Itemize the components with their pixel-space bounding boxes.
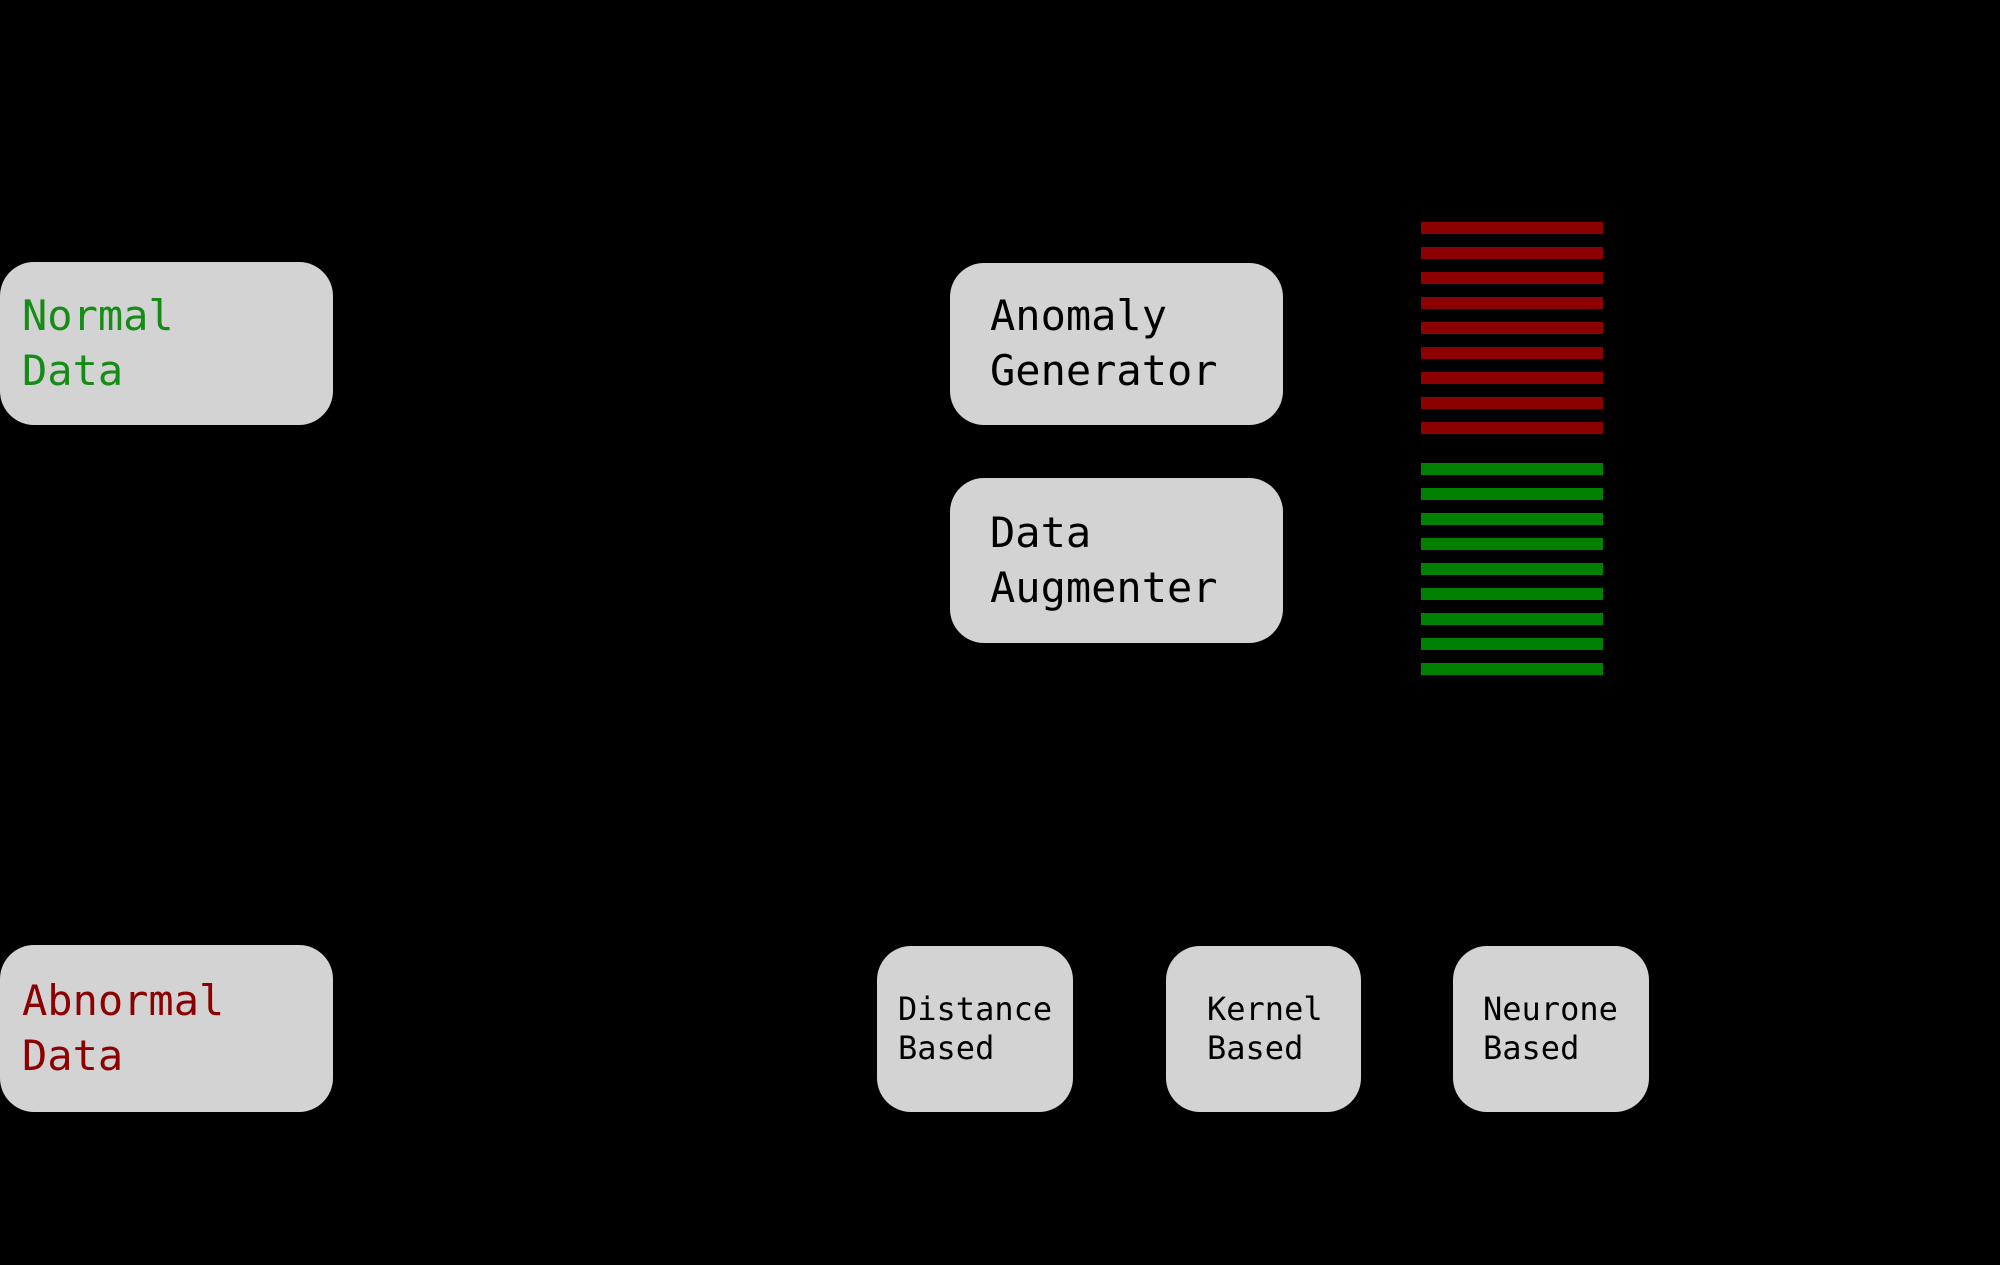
node-normal-data-line2: Data <box>22 345 124 395</box>
node-anomaly-generator-line2: Generator <box>990 346 1218 395</box>
normal-data-bar <box>1421 513 1603 525</box>
anomalous-data-bar <box>1421 322 1603 334</box>
node-neurone-based-line1: Neurone <box>1483 989 1618 1028</box>
anomalous-data-bar <box>1421 347 1603 359</box>
node-neurone-based-line2: Based <box>1483 1029 1580 1067</box>
normal-data-bar <box>1421 463 1603 475</box>
normal-data-bar <box>1421 663 1603 675</box>
node-distance-based-line2: Based <box>898 1029 995 1067</box>
node-abnormal-data: Abnormal Data <box>0 945 333 1112</box>
node-normal-data-line1: Normal <box>22 290 174 340</box>
normal-data-bars <box>1421 463 1603 675</box>
anomalous-data-bar <box>1421 397 1603 409</box>
node-anomaly-generator: Anomaly Generator <box>950 263 1283 425</box>
normal-data-bar <box>1421 613 1603 625</box>
node-kernel-based-line2: Based <box>1207 1029 1304 1067</box>
anomalous-data-bar <box>1421 247 1603 259</box>
anomalous-data-bars <box>1421 222 1603 434</box>
normal-data-bar <box>1421 488 1603 500</box>
node-kernel-based-line1: Kernel <box>1207 989 1323 1028</box>
node-normal-data: Normal Data <box>0 262 333 425</box>
normal-data-bar <box>1421 588 1603 600</box>
node-abnormal-data-line1: Abnormal <box>22 975 225 1025</box>
normal-data-bar <box>1421 638 1603 650</box>
node-data-augmenter-line2: Augmenter <box>990 562 1218 612</box>
node-distance-based: Distance Based <box>877 946 1073 1112</box>
node-data-augmenter-line1: Data <box>990 507 1092 557</box>
anomalous-data-bar <box>1421 272 1603 284</box>
node-distance-based-line1: Distance <box>898 989 1053 1028</box>
node-kernel-based: Kernel Based <box>1166 946 1361 1112</box>
node-anomaly-generator-line1: Anomaly <box>990 291 1168 341</box>
normal-data-bar <box>1421 538 1603 550</box>
anomalous-data-bar <box>1421 222 1603 234</box>
node-neurone-based: Neurone Based <box>1453 946 1649 1112</box>
anomalous-data-bar <box>1421 297 1603 309</box>
anomalous-data-bar <box>1421 422 1603 434</box>
node-data-augmenter: Data Augmenter <box>950 478 1283 643</box>
normal-data-bar <box>1421 563 1603 575</box>
anomalous-data-bar <box>1421 372 1603 384</box>
node-abnormal-data-line2: Data <box>22 1030 124 1080</box>
